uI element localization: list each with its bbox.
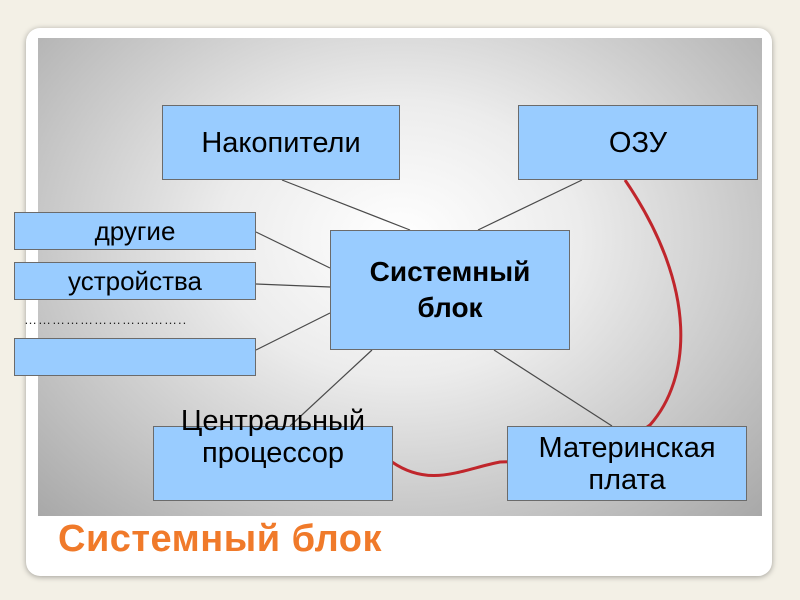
connector-storage: [281, 179, 411, 231]
storage-box: Накопители: [162, 105, 400, 180]
connector-other: [255, 231, 331, 269]
connector-cpu: [289, 349, 373, 427]
connector-devices: [255, 283, 331, 288]
slide-title: Системный блок: [58, 518, 383, 560]
system-unit-box: Системный блок: [330, 230, 570, 350]
motherboard-label: Материнская плата: [538, 431, 716, 496]
ram-label: ОЗУ: [608, 126, 668, 159]
dots-line: ……………………………..: [24, 312, 188, 327]
connector-ram: [477, 179, 583, 231]
devices-label: устройства: [68, 266, 202, 296]
other-label: другие: [94, 216, 176, 246]
connector-blank: [255, 312, 331, 351]
cpu-label: Центральный процессор: [180, 405, 366, 469]
devices-box: устройства: [14, 262, 256, 300]
ram-box: ОЗУ: [518, 105, 758, 180]
cpu-box: Центральный процессор: [153, 405, 393, 501]
connector-motherboard: [493, 349, 613, 427]
other-box: другие: [14, 212, 256, 250]
blank-box: [14, 338, 256, 376]
storage-label: Накопители: [201, 126, 361, 159]
system-unit-label: Системный блок: [369, 256, 531, 323]
motherboard-box: Материнская плата: [507, 426, 747, 501]
